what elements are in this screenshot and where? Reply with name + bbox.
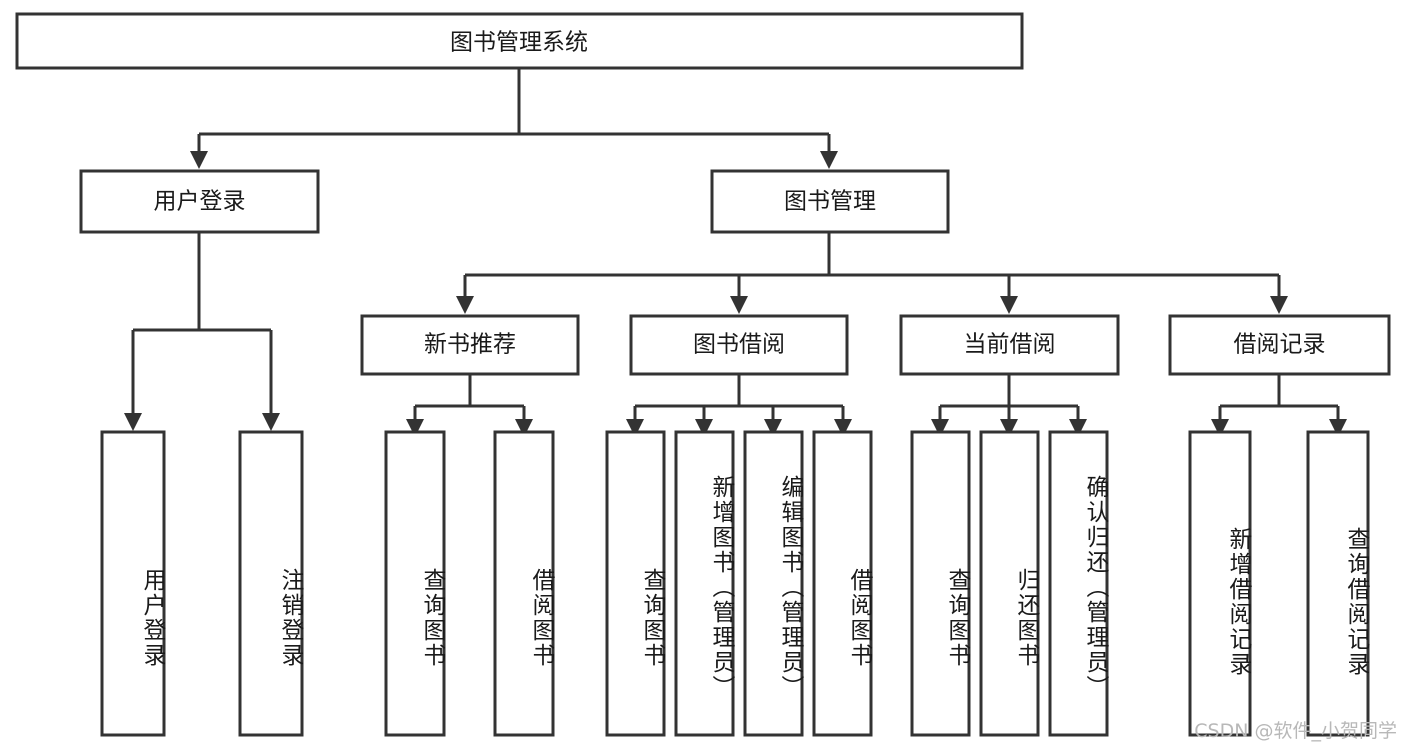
node-user-login-label: 用户登录	[154, 189, 246, 215]
connector-group-records	[1211, 374, 1347, 437]
connector-group-borrow	[626, 374, 852, 437]
connector-group-new-book	[406, 374, 533, 437]
leaf-box-logout[interactable]	[238, 430, 304, 737]
connector-group-book-mgmt	[456, 232, 1288, 314]
leaf-box-edit-book-admin[interactable]	[743, 430, 804, 737]
leaf-box-query-books-1[interactable]	[384, 430, 446, 737]
leaf-box-confirm-return-admin[interactable]	[1048, 430, 1109, 737]
node-root-system-label: 图书管理系统	[450, 30, 588, 56]
leaf-box-add-book-admin[interactable]	[674, 430, 735, 737]
node-borrow-records[interactable]: 借阅记录	[1168, 314, 1391, 376]
node-book-management-label: 图书管理	[784, 189, 876, 215]
leaf-box-query-books-2[interactable]	[605, 430, 666, 737]
leaf-box-return-books[interactable]	[979, 430, 1040, 737]
node-current-borrow-label: 当前借阅	[964, 332, 1056, 358]
node-book-borrow[interactable]: 图书借阅	[629, 314, 849, 376]
leaf-box-borrow-books-2[interactable]	[812, 430, 873, 737]
node-new-book-recommend[interactable]: 新书推荐	[360, 314, 580, 376]
node-new-book-recommend-label: 新书推荐	[424, 332, 516, 358]
node-book-borrow-label: 图书借阅	[693, 332, 785, 358]
connector-group-current	[931, 374, 1087, 437]
node-current-borrow[interactable]: 当前借阅	[899, 314, 1120, 376]
node-root-system[interactable]: 图书管理系统	[15, 12, 1024, 70]
leaf-box-add-borrow-record[interactable]	[1188, 430, 1252, 737]
node-borrow-records-label: 借阅记录	[1234, 332, 1326, 358]
node-user-login[interactable]: 用户登录	[79, 169, 320, 234]
leaf-box-borrow-books-1[interactable]	[493, 430, 555, 737]
leaf-box-query-books-3[interactable]	[910, 430, 971, 737]
connector-group-root	[190, 68, 838, 169]
connector-group-user-login	[124, 232, 280, 431]
node-book-management[interactable]: 图书管理	[710, 169, 950, 234]
leaf-box-query-borrow-record[interactable]	[1306, 430, 1370, 737]
leaf-box-group	[100, 430, 1370, 737]
leaf-box-user-login[interactable]	[100, 430, 166, 737]
